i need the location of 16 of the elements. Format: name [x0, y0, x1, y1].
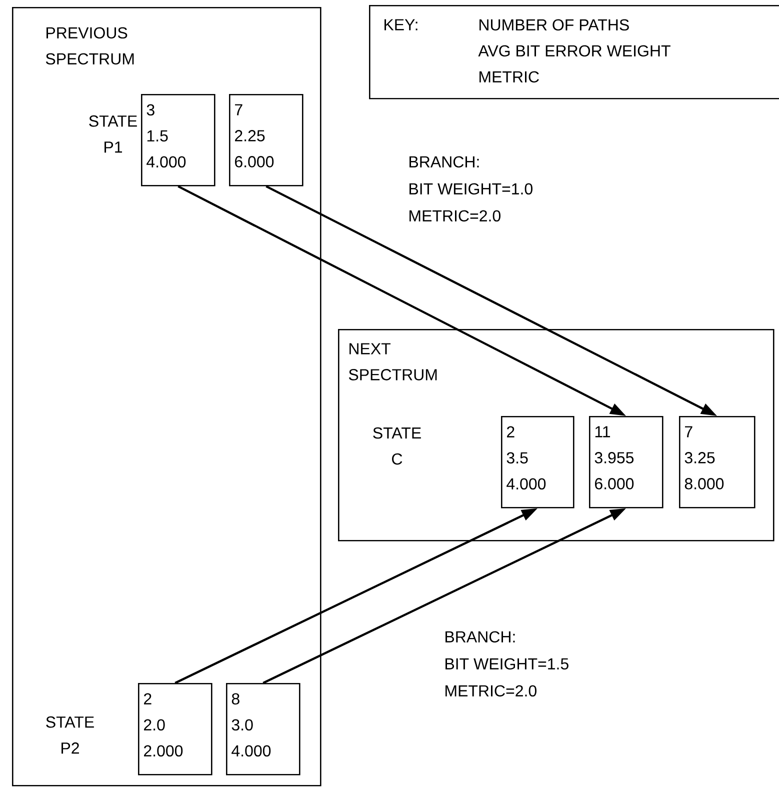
- value-box: 11 3.955 6.000: [589, 416, 664, 508]
- branch-label: BIT WEIGHT=1.5: [446, 658, 568, 670]
- branch-label: BRANCH:: [446, 631, 515, 643]
- state-label: STATE C: [373, 427, 421, 465]
- branch-label: METRIC=2.0: [410, 210, 500, 222]
- branch-label: BIT WEIGHT=1.0: [410, 183, 532, 195]
- value-box: 7 3.25 8.000: [679, 416, 756, 508]
- value-box: 2 2.0 2.000: [138, 683, 212, 776]
- branch-label: METRIC=2.0: [446, 685, 536, 697]
- branch-label: BRANCH:: [410, 156, 479, 168]
- value-box: 3 1.5 4.000: [141, 94, 216, 186]
- key-box: KEY: NUMBER OF PATHS AVG BIT ERROR WEIGHT METRIC: [369, 5, 779, 100]
- state-label: STATE P2: [46, 716, 94, 754]
- value-box: 7 2.25 6.000: [229, 94, 304, 186]
- value-box: 8 3.0 4.000: [226, 683, 300, 776]
- value-box: 2 3.5 4.000: [501, 416, 574, 508]
